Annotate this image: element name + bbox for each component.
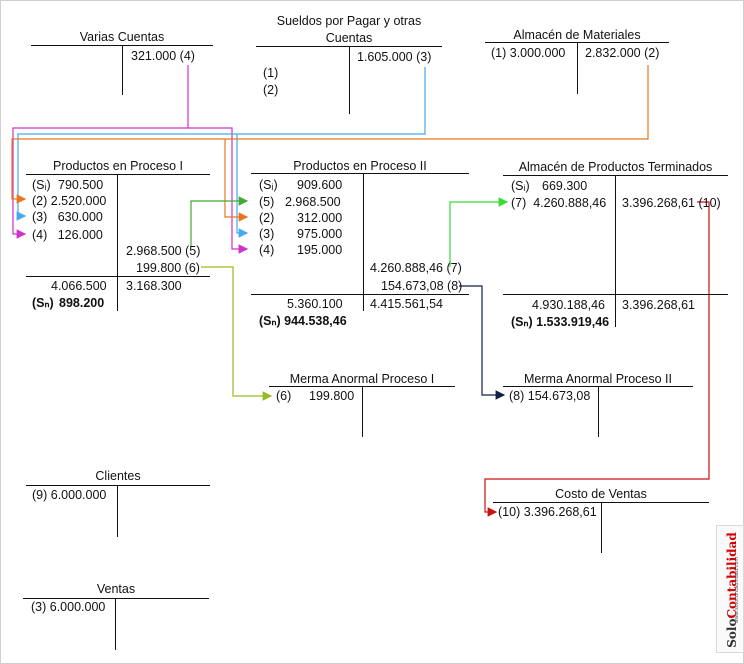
debit-entry: (3) 630.000 [32, 210, 103, 224]
debit-entry: (3) 6.000.000 [31, 600, 106, 614]
account-center-line [117, 485, 118, 537]
closing-balance: (Sₙ) 944.538,46 [259, 314, 347, 328]
credit-entry: 1.605.000 (3) [357, 50, 432, 64]
watermark-url: www.solocontabilidad.com [734, 556, 740, 624]
account-title-line2: Cuentas [325, 31, 373, 45]
account-title: Almacén de Productos Terminados [518, 160, 713, 174]
account-title: Ventas [96, 582, 136, 596]
debit-entry: (2) [263, 83, 279, 97]
account-title: Merma Anormal Proceso I [289, 372, 435, 386]
credit-entry: 199.800 (6) [136, 261, 200, 275]
totals-line [503, 294, 728, 295]
debit-entry: (7) 4.260.888,46 [511, 196, 607, 210]
arrow-sueldos-to-ppi [16, 67, 426, 221]
opening-balance-value: 909.600 [297, 178, 343, 192]
debit-entry-value: 195.000 [297, 243, 343, 257]
total-debit: 4.066.500 [51, 279, 107, 293]
arrow-apt-to-costo [484, 201, 710, 517]
total-debit: 5.360.100 [287, 297, 343, 311]
arrow-materiales-to-ppii [224, 139, 249, 222]
total-debit: 4.930.188,46 [532, 298, 605, 312]
closing-balance-value: 898.200 [59, 296, 105, 310]
debit-entry-value: 199.800 [309, 389, 355, 403]
totals-line [251, 294, 469, 295]
account-title: Clientes [95, 469, 141, 483]
opening-balance-label: (Sᵢ) [259, 178, 278, 192]
opening-balance-value: 669.300 [542, 179, 588, 193]
credit-entry: 3.396.268,61 (10) [622, 196, 721, 210]
arrow-varias-to-ppii [188, 127, 249, 254]
account-top-line [251, 173, 469, 174]
arrow-sueldos-to-ppii [236, 134, 249, 238]
debit-entry: (10) 3.396.268,61 [498, 505, 597, 519]
account-title: Merma Anormal Proceso II [524, 372, 672, 386]
total-credit: 3.168.300 [126, 279, 182, 293]
credit-entry: 2.832.000 (2) [585, 46, 660, 60]
credit-entry: 4.260.888,46 (7) [370, 261, 462, 275]
debit-entry-label: (2) [259, 211, 275, 225]
account-center-line [115, 598, 116, 650]
account-top-line [26, 174, 210, 175]
arrow-ppi-to-merma-i [201, 266, 273, 401]
debit-entry-value: 312.000 [297, 211, 343, 225]
arrow-ppi-to-ppii [190, 196, 249, 247]
debit-entry-label: (4) [259, 243, 275, 257]
account-center-line [577, 42, 578, 94]
debit-entry-label: (3) [259, 227, 275, 241]
closing-balance: (Sₙ) 1.533.919,46 [511, 315, 610, 329]
arrow-ppii-to-apt [449, 197, 509, 267]
account-center-line [363, 173, 364, 311]
credit-entry: 321.000 (4) [131, 49, 195, 63]
account-center-line [349, 46, 350, 114]
account-center-line [601, 502, 602, 553]
arrow-materiales-to-ppi [11, 65, 649, 204]
debit-entry: (2) 2.520.000 [32, 194, 107, 208]
credit-entry: 154.673,08 (8) [381, 279, 463, 293]
debit-entry: (1) 3.000.000 [491, 46, 566, 60]
arrow-ppii-to-merma-ii [459, 285, 506, 400]
total-credit: 4.415.561,54 [370, 297, 443, 311]
account-title: Varias Cuentas [79, 30, 165, 44]
credit-entry: 2.968.500 (5) [126, 244, 201, 258]
arrow-varias-to-ppi [12, 65, 189, 239]
debit-entry: (4) 126.000 [32, 228, 103, 242]
account-title: Almacén de Materiales [513, 28, 641, 42]
debit-entry: (1) [263, 66, 279, 80]
account-top-line [26, 485, 210, 486]
totals-line [26, 276, 210, 277]
solocontabilidad-watermark: SoloContabilidad www.solocontabilidad.co… [716, 525, 744, 653]
account-center-line [362, 386, 363, 437]
account-title-line1: Sueldos por Pagar y otras [276, 14, 422, 28]
debit-entry-label: (5) [259, 195, 275, 209]
account-title: Productos en Proceso I [53, 159, 183, 173]
total-credit: 3.396.268,61 [622, 298, 695, 312]
debit-entry-label: (6) [276, 389, 292, 403]
debit-entry: (8) 154.673,08 [509, 389, 591, 403]
debit-entry-value: 2.968.500 [285, 195, 341, 209]
debit-entry-value: 975.000 [297, 227, 343, 241]
closing-balance-label: (Sₙ) [32, 296, 54, 310]
account-title: Productos en Proceso II [293, 159, 427, 173]
account-title: Costo de Ventas [555, 487, 647, 501]
opening-balance-label: (Sᵢ) [511, 179, 530, 193]
account-center-line [598, 386, 599, 437]
account-center-line [122, 45, 123, 95]
account-center-line [615, 175, 616, 327]
debit-entry: (9) 6.000.000 [32, 488, 107, 502]
account-center-line [117, 174, 118, 311]
account-top-line [23, 598, 209, 599]
opening-balance-label: (Sᵢ) [32, 178, 51, 192]
opening-balance-value: 790.500 [58, 178, 104, 192]
